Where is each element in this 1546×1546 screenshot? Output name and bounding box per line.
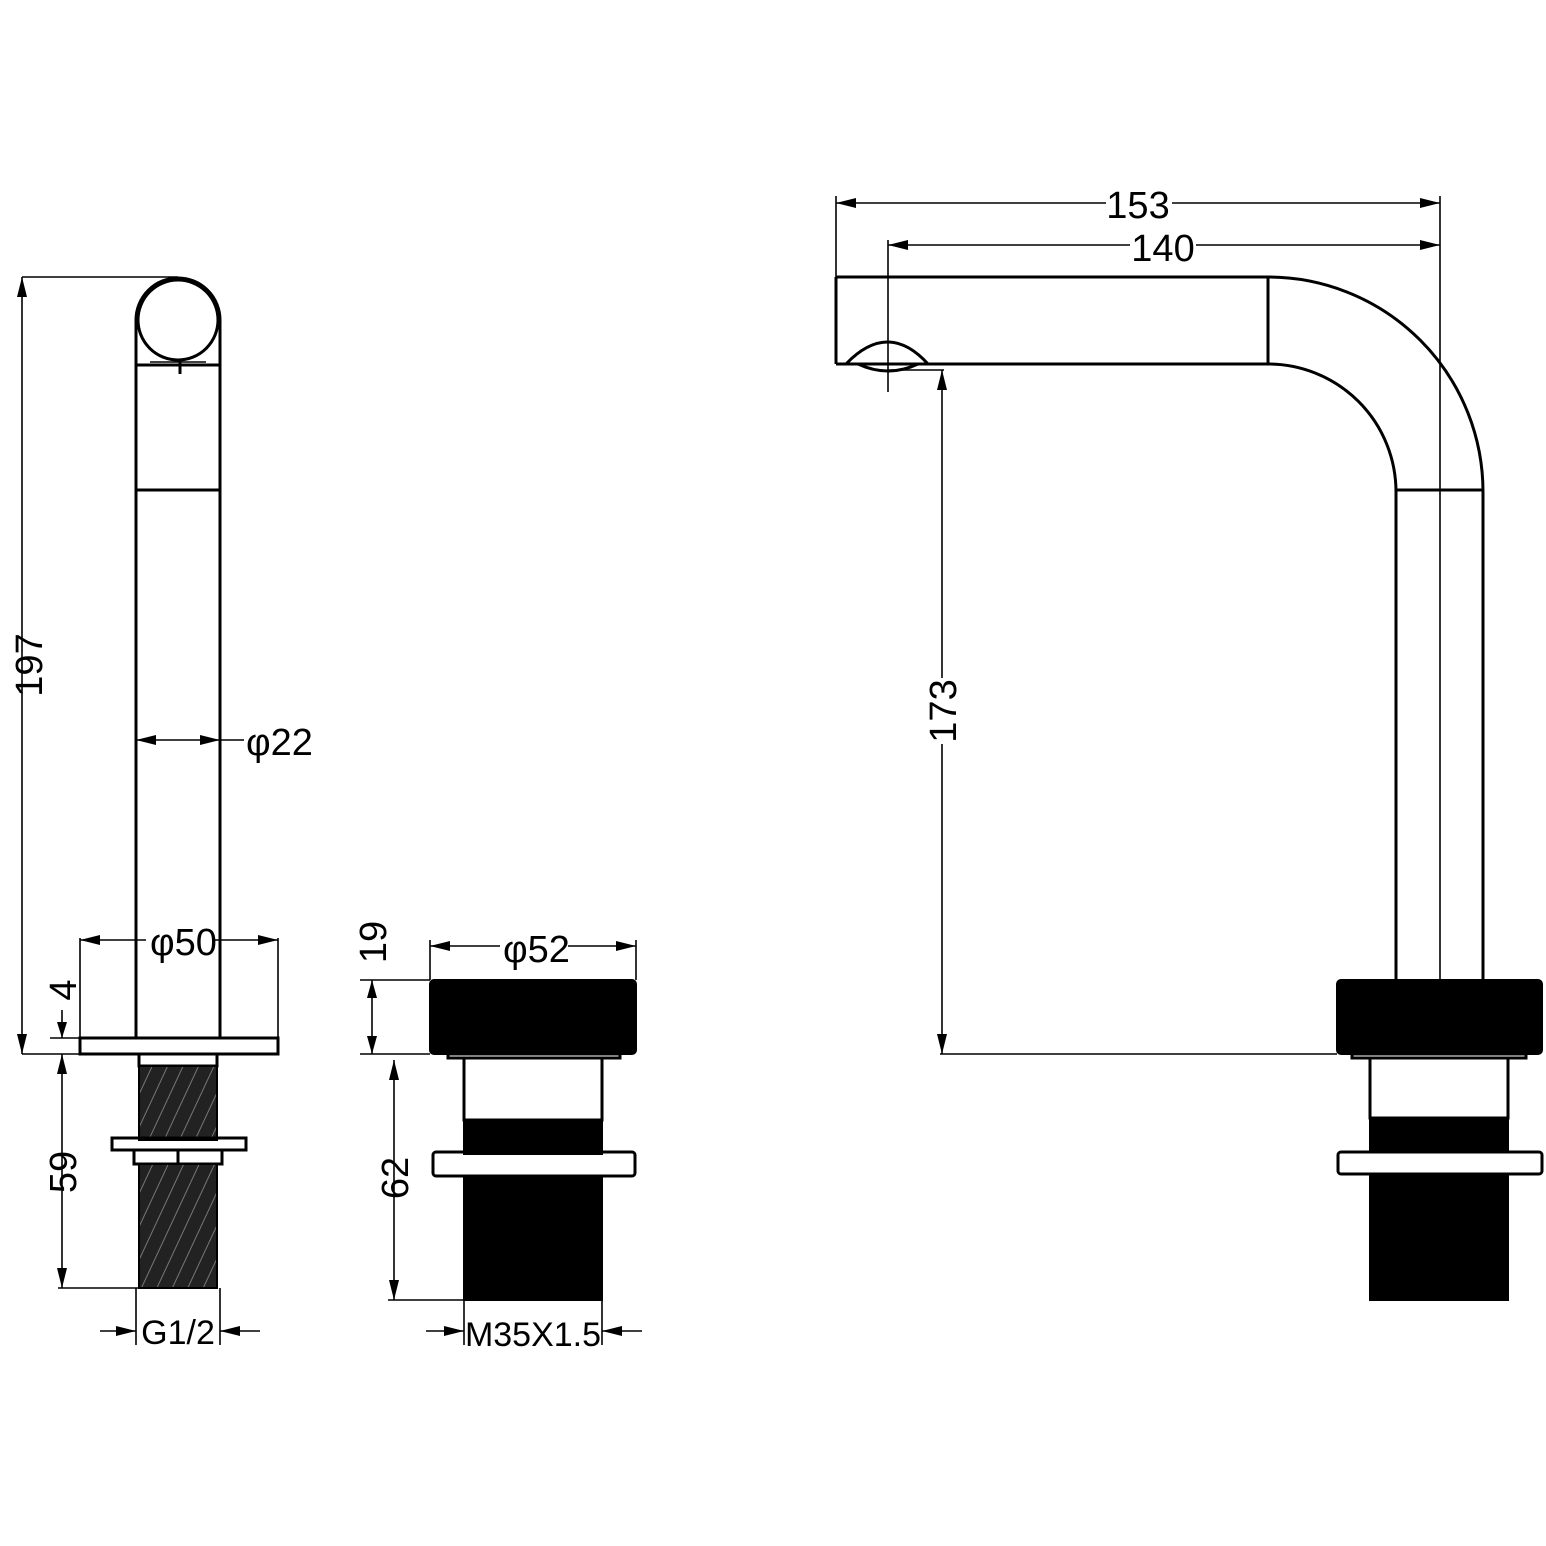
thread-upper-mid [463,1119,603,1155]
side-thread-upper [1369,1117,1509,1153]
spout-inner-outline [836,362,1398,980]
dim-handle-diameter: φ52 [503,929,570,971]
handle-view: 19 φ52 62 M35X1.5 [353,921,642,1354]
dim-thread-length-mid: 62 [375,1157,417,1199]
dim-height-total: 197 [9,633,51,696]
handle-stem [462,1056,604,1122]
base-plate [78,1036,280,1056]
thread-lower-mid [463,1175,603,1301]
washer-mid [431,1150,637,1178]
spout-outer-outline [836,275,1485,980]
aerator-outlet [844,340,930,366]
dim-base-diameter: φ50 [150,922,217,964]
spout-head-outline [134,276,222,367]
dim-spout-diameter: φ22 [246,722,313,764]
front-view-spout: 197 φ22 φ50 4 59 G1/2 [9,276,313,1352]
spout-head-circle [136,278,220,362]
thread-upper-left [138,1065,218,1141]
dim-thread-left: G1/2 [141,1314,215,1352]
handle-body [429,979,637,1055]
side-stem [1368,1056,1510,1120]
side-thread-lower [1369,1173,1509,1301]
side-washer [1336,1150,1544,1176]
dim-outlet-height: 173 [923,679,965,742]
thread-lower-left [138,1163,218,1289]
dim-reach-total: 153 [1106,185,1169,227]
dim-thread-length-left: 59 [43,1151,85,1193]
dim-reach-outlet: 140 [1131,228,1194,270]
side-view-spout: 153 140 173 [834,185,1544,1301]
dim-thread-mid: M35X1.5 [465,1316,601,1354]
dim-base-thickness: 4 [43,979,85,1000]
dim-handle-height: 19 [353,921,395,963]
